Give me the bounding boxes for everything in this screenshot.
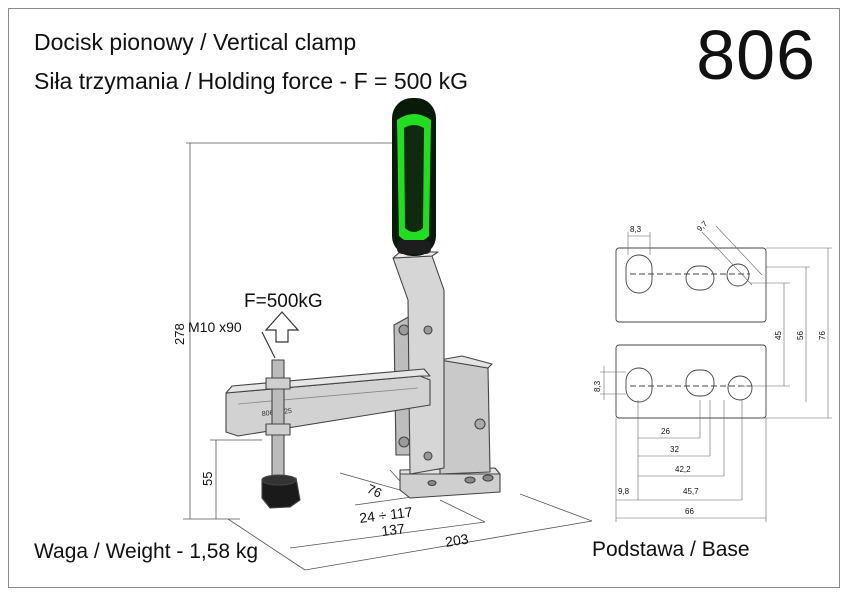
spindle-label: M10 x90 xyxy=(188,319,242,335)
dim-56: 56 xyxy=(796,331,805,340)
model-number: 806 xyxy=(696,16,816,94)
drawing-title: Docisk pionowy / Vertical clamp xyxy=(34,29,357,55)
force-arrow-icon xyxy=(261,311,300,359)
dim-slot-width-side: 8,3 xyxy=(593,380,602,392)
dim-hole-diameter: 9,7 xyxy=(695,219,710,234)
dim-9-8: 9,8 xyxy=(618,487,630,496)
base-caption: Podstawa / Base xyxy=(592,538,750,561)
dim-overall-length: 203 xyxy=(444,530,470,549)
base-plate-dimensions: 8,3 9,7 8,3 45 56 76 26 32 42,2 9,8 45,7… xyxy=(593,219,827,516)
dim-slot-width: 8,3 xyxy=(630,225,642,234)
holding-force-line: Siła trzymania / Holding force - F = 500… xyxy=(34,68,468,94)
drawing-frame xyxy=(8,8,840,588)
dim-reach: 137 xyxy=(380,520,405,539)
dim-42-2: 42,2 xyxy=(675,465,691,474)
base-plate-views xyxy=(600,225,832,522)
dim-26: 26 xyxy=(661,427,670,436)
handle-grip xyxy=(392,98,436,256)
dim-32: 32 xyxy=(670,445,679,454)
dim-height: 278 xyxy=(172,323,187,345)
dim-45-7: 45,7 xyxy=(683,487,699,496)
dim-76: 76 xyxy=(818,331,827,340)
dim-base-depth: 76 xyxy=(365,481,384,501)
force-label: F=500kG xyxy=(244,291,323,312)
dimension-lines xyxy=(183,142,593,571)
dim-spindle-height: 55 xyxy=(200,472,215,486)
dim-spindle-range: 24 ÷ 117 xyxy=(358,504,413,526)
dim-66: 66 xyxy=(685,507,694,516)
weight-label: Waga / Weight - 1,58 kg xyxy=(34,540,259,563)
dim-45: 45 xyxy=(774,331,783,340)
